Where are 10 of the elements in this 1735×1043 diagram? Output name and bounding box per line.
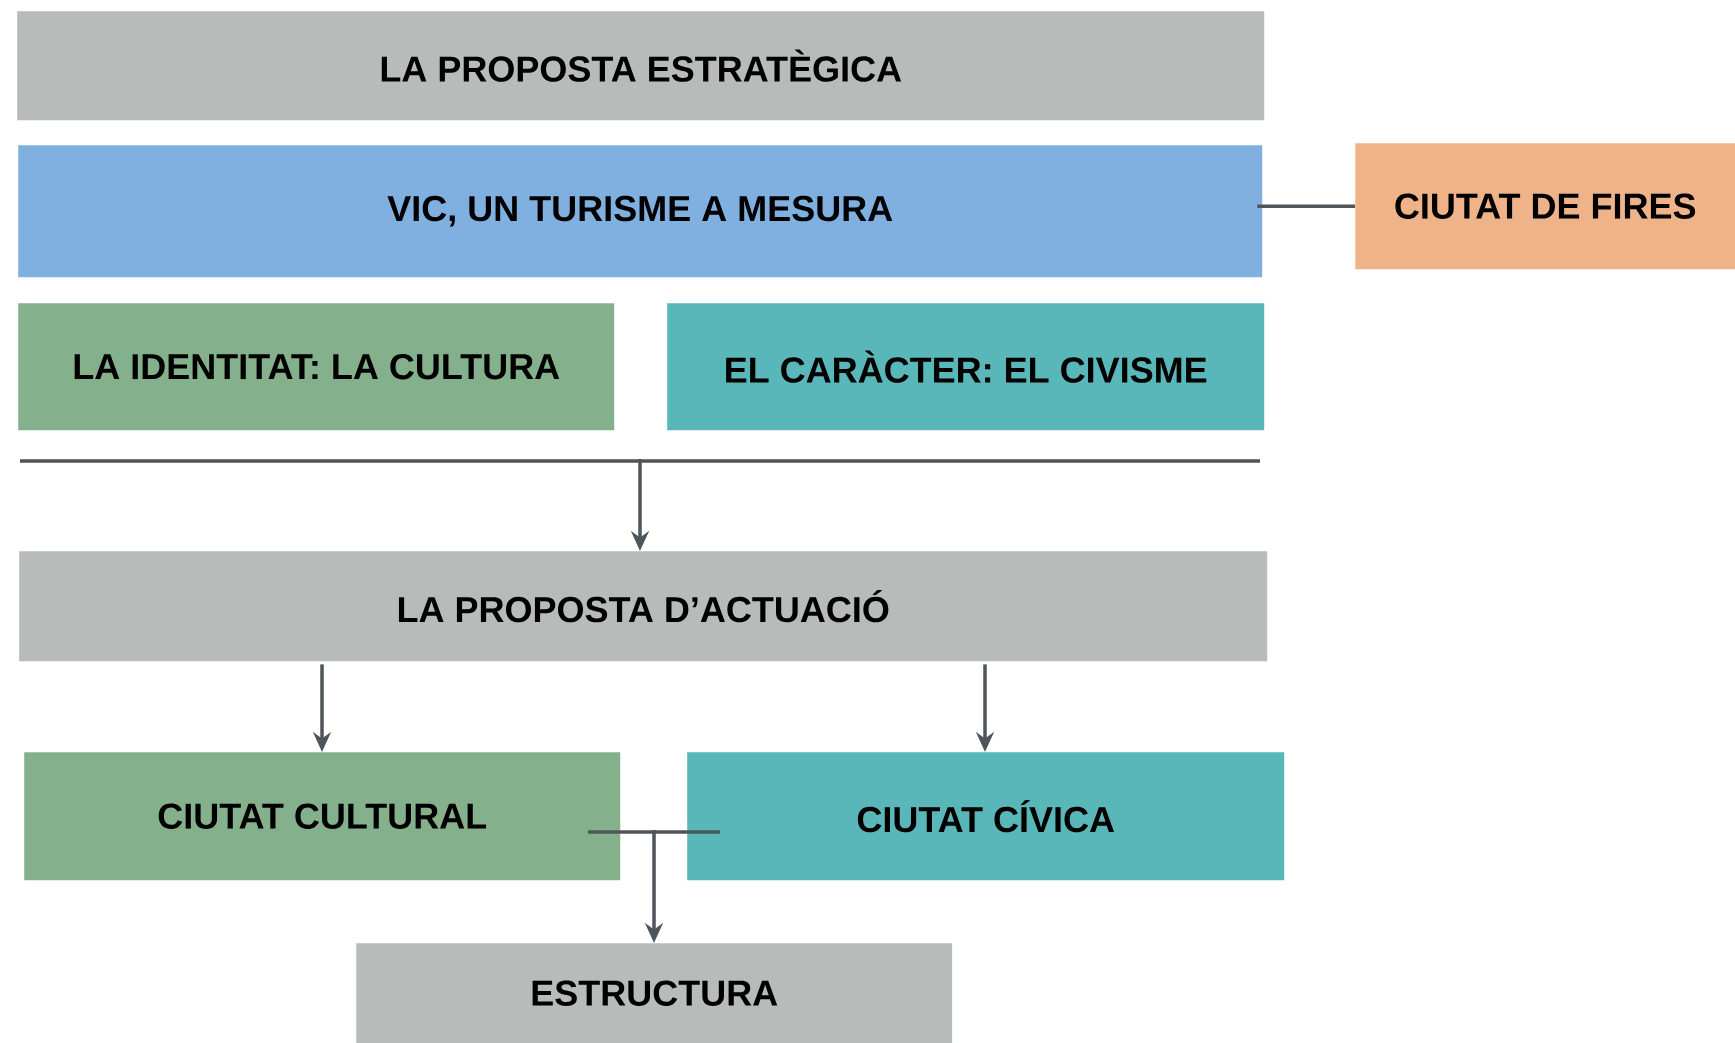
side-box: CIUTAT DE FIRES [1355,143,1735,270]
heading-box: LA PROPOSTA ESTRATÈGICA [17,11,1265,121]
city-box: CIUTAT CULTURAL [24,752,621,881]
theme-box: VIC, UN TURISME A MESURA [18,145,1263,278]
theme-box: LA IDENTITAT: LA CULTURA [18,303,615,431]
connector-line [1257,204,1355,208]
heading-box: ESTRUCTURA [356,943,953,1043]
city-box: CIUTAT CÍVICA [687,752,1285,881]
heading-box: LA PROPOSTA D’ACTUACIÓ [19,551,1268,662]
theme-box: EL CARÀCTER: EL CIVISME [667,303,1265,431]
